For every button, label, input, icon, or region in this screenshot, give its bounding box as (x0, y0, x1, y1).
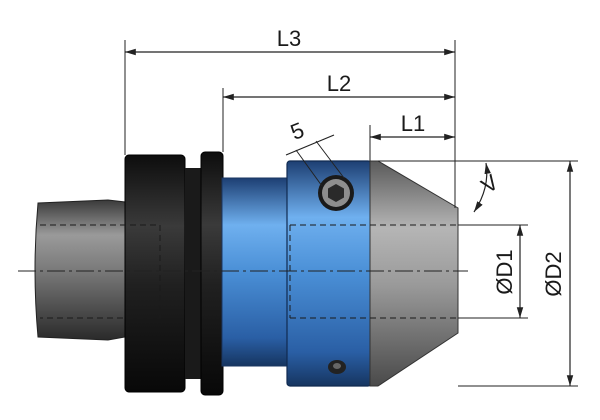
tool-body (34, 151, 459, 396)
label-screw-size: 5 (287, 117, 308, 145)
gray-nose (369, 160, 459, 387)
hex-socket (328, 184, 344, 202)
shank (34, 199, 126, 341)
label-L1: L1 (401, 111, 425, 136)
label-D2: ØD2 (541, 251, 566, 296)
label-L3: L3 (277, 26, 301, 51)
flange-neck (185, 168, 203, 379)
shank-bore-hidden (40, 224, 161, 319)
screw-size-leader (285, 134, 345, 187)
clamp-bore-hidden (289, 224, 460, 319)
angle-arc-V (473, 162, 491, 213)
label-L2: L2 (327, 71, 351, 96)
set-screw-bottom-inner (333, 363, 341, 369)
blue-neck (221, 177, 291, 367)
extension-lines (124, 40, 578, 387)
hidden-lines (40, 224, 460, 319)
flange-disk (124, 154, 186, 393)
label-angle-V: V (477, 169, 504, 198)
groove-ring (200, 151, 224, 396)
label-D1: ØD1 (492, 249, 517, 294)
